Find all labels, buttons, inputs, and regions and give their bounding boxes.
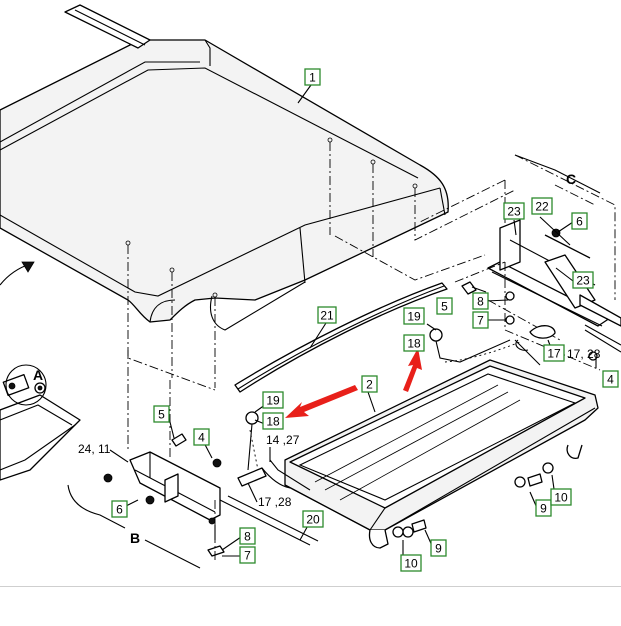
label-14-27: 14 ,27: [266, 433, 300, 447]
callout-5-left: 5: [153, 405, 170, 423]
svg-text:6: 6: [116, 503, 123, 517]
svg-text:8: 8: [477, 295, 484, 309]
svg-text:20: 20: [306, 513, 320, 527]
roof-canopy: [0, 4, 449, 331]
detail-a-assembly: [0, 374, 81, 481]
seal-strip: [234, 282, 448, 393]
callout-1: 1: [304, 68, 321, 86]
group-label-a: A: [33, 367, 43, 383]
svg-text:5: 5: [158, 408, 165, 422]
label-24-11: 24, 11: [78, 442, 111, 456]
callout-7-right: 7: [472, 311, 489, 329]
callout-22: 22: [531, 197, 553, 215]
svg-text:18: 18: [266, 415, 280, 429]
callout-18-right: 18: [403, 334, 425, 352]
callout-5-right: 5: [436, 297, 453, 315]
svg-text:23: 23: [576, 274, 590, 288]
svg-text:4: 4: [607, 373, 614, 387]
bottom-rule: [0, 586, 621, 587]
callout-10-right: 10: [550, 488, 572, 506]
callout-18-left: 18: [262, 412, 284, 430]
callout-19-right: 19: [403, 307, 425, 325]
callout-4-right: 4: [602, 370, 619, 388]
svg-text:10: 10: [554, 491, 568, 505]
callout-19-left: 19: [262, 391, 284, 409]
callout-21: 21: [317, 306, 337, 324]
callout-6-top: 6: [571, 212, 588, 230]
detail-c-assembly: [419, 154, 621, 371]
callout-2: 2: [361, 375, 378, 393]
callout-20: 20: [302, 510, 324, 528]
group-label-c: C: [566, 171, 576, 187]
lower-tray: [284, 359, 599, 549]
svg-text:6: 6: [576, 215, 583, 229]
fasteners: [392, 462, 554, 538]
callout-23-right: 23: [572, 271, 594, 289]
label-17-28-right: 17, 28: [567, 347, 601, 361]
callout-8-left: 8: [239, 527, 256, 545]
release-cable-right: [429, 328, 521, 363]
svg-text:9: 9: [435, 542, 442, 556]
svg-text:2: 2: [366, 378, 373, 392]
label-17-28-left: 17 ,28: [258, 495, 292, 509]
svg-text:10: 10: [404, 557, 418, 571]
svg-text:1: 1: [309, 71, 316, 85]
callout-9-center: 9: [430, 539, 447, 557]
svg-text:18: 18: [407, 337, 421, 351]
callout-4-left: 4: [193, 428, 210, 446]
callout-17: 17: [543, 344, 565, 362]
svg-text:9: 9: [540, 502, 547, 516]
rotation-arrow: [0, 261, 35, 286]
callout-9-right: 9: [535, 499, 552, 517]
svg-text:19: 19: [407, 310, 421, 324]
svg-text:17: 17: [547, 347, 561, 361]
svg-text:22: 22: [535, 200, 549, 214]
svg-text:4: 4: [198, 431, 205, 445]
group-label-b: B: [130, 530, 140, 546]
svg-text:19: 19: [266, 394, 280, 408]
callout-6-left: 6: [111, 500, 128, 518]
svg-text:7: 7: [477, 314, 484, 328]
highlight-arrow-right: [403, 348, 422, 392]
highlight-arrow-left: [285, 385, 358, 418]
svg-text:5: 5: [441, 300, 448, 314]
callout-8-right: 8: [472, 292, 489, 310]
callout-7-left: 7: [239, 546, 256, 564]
hood-release-handle: [237, 411, 311, 491]
callout-10-center: 10: [400, 554, 422, 572]
detail-b-assembly: [103, 433, 319, 560]
svg-text:7: 7: [244, 549, 251, 563]
svg-text:21: 21: [320, 309, 334, 323]
svg-text:8: 8: [244, 530, 251, 544]
svg-text:23: 23: [507, 205, 521, 219]
callout-23-top: 23: [503, 202, 525, 220]
